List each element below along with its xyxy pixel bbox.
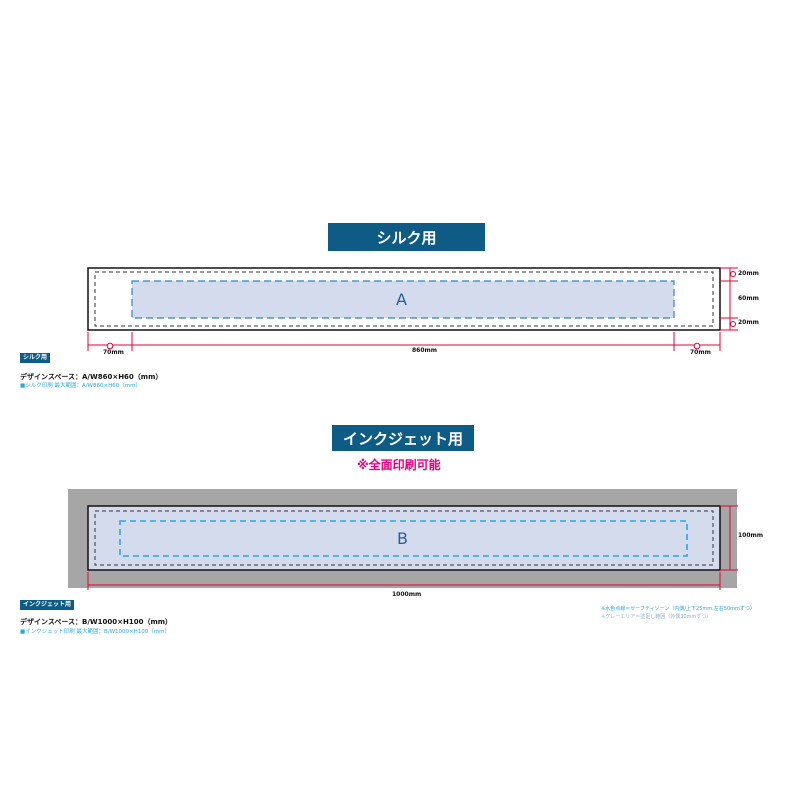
inkjet-inner-dashed-outline: [94, 510, 714, 566]
inkjet-spec-sub: ■インクジェット印刷 最大範囲：B/W1000×H100（mm）: [20, 629, 170, 635]
inkjet-header-label: インクジェット用: [342, 429, 463, 448]
legend-safety-zone: ※水色点線＝セーフティゾーン（内側/上下25mm,左右50mmずつ）: [601, 606, 755, 612]
silk-section-header: シルク用: [328, 223, 485, 251]
silk-dim-height: 60mm: [738, 295, 759, 302]
silk-horizontal-dimension: [87, 332, 721, 351]
inkjet-section-header: インクジェット用: [332, 425, 474, 451]
inkjet-area-label: B: [397, 529, 408, 548]
silk-dim-top: 20mm: [738, 270, 759, 277]
silk-design-area-a: [131, 280, 675, 319]
inkjet-vertical-dimension: [720, 505, 738, 571]
dim-marker-left: [106, 342, 114, 350]
inkjet-dim-height: 100mm: [738, 532, 764, 539]
silk-spec-sub: ■シルク印刷 最大範囲：A/W860×H60（mm）: [20, 383, 141, 389]
full-print-note: ※全面印刷可能: [357, 458, 441, 472]
silk-spec-main: デザインスペース：A/W860×H60（mm）: [20, 373, 163, 381]
inkjet-dim-width: 1000mm: [392, 591, 422, 598]
dim-marker-right: [693, 342, 701, 350]
silk-dim-width: 860mm: [412, 347, 438, 354]
silk-vertical-dimension: [720, 267, 738, 331]
dim-marker-bottom: [730, 321, 736, 327]
inkjet-horizontal-dimension: [87, 572, 721, 590]
silk-header-label: シルク用: [376, 228, 437, 247]
inkjet-small-tag: インクジェット用: [20, 600, 75, 610]
inkjet-product-outline: [87, 505, 721, 571]
legend-bleed-area: ※グレーエリア＝塗足し範囲（外側30mmずつ）: [601, 614, 712, 620]
silk-inner-dashed-outline: [94, 271, 714, 327]
silk-dim-left: 70mm: [103, 349, 124, 356]
silk-small-tag: シルク用: [20, 353, 51, 363]
inkjet-spec-main: デザインスペース：B/W1000×H100（mm）: [20, 618, 173, 626]
inkjet-safety-zone: [119, 520, 688, 557]
silk-dim-right: 70mm: [690, 349, 711, 356]
silk-dim-bottom: 20mm: [738, 319, 759, 326]
silk-area-label: A: [396, 290, 407, 309]
dim-marker-top: [730, 271, 736, 277]
